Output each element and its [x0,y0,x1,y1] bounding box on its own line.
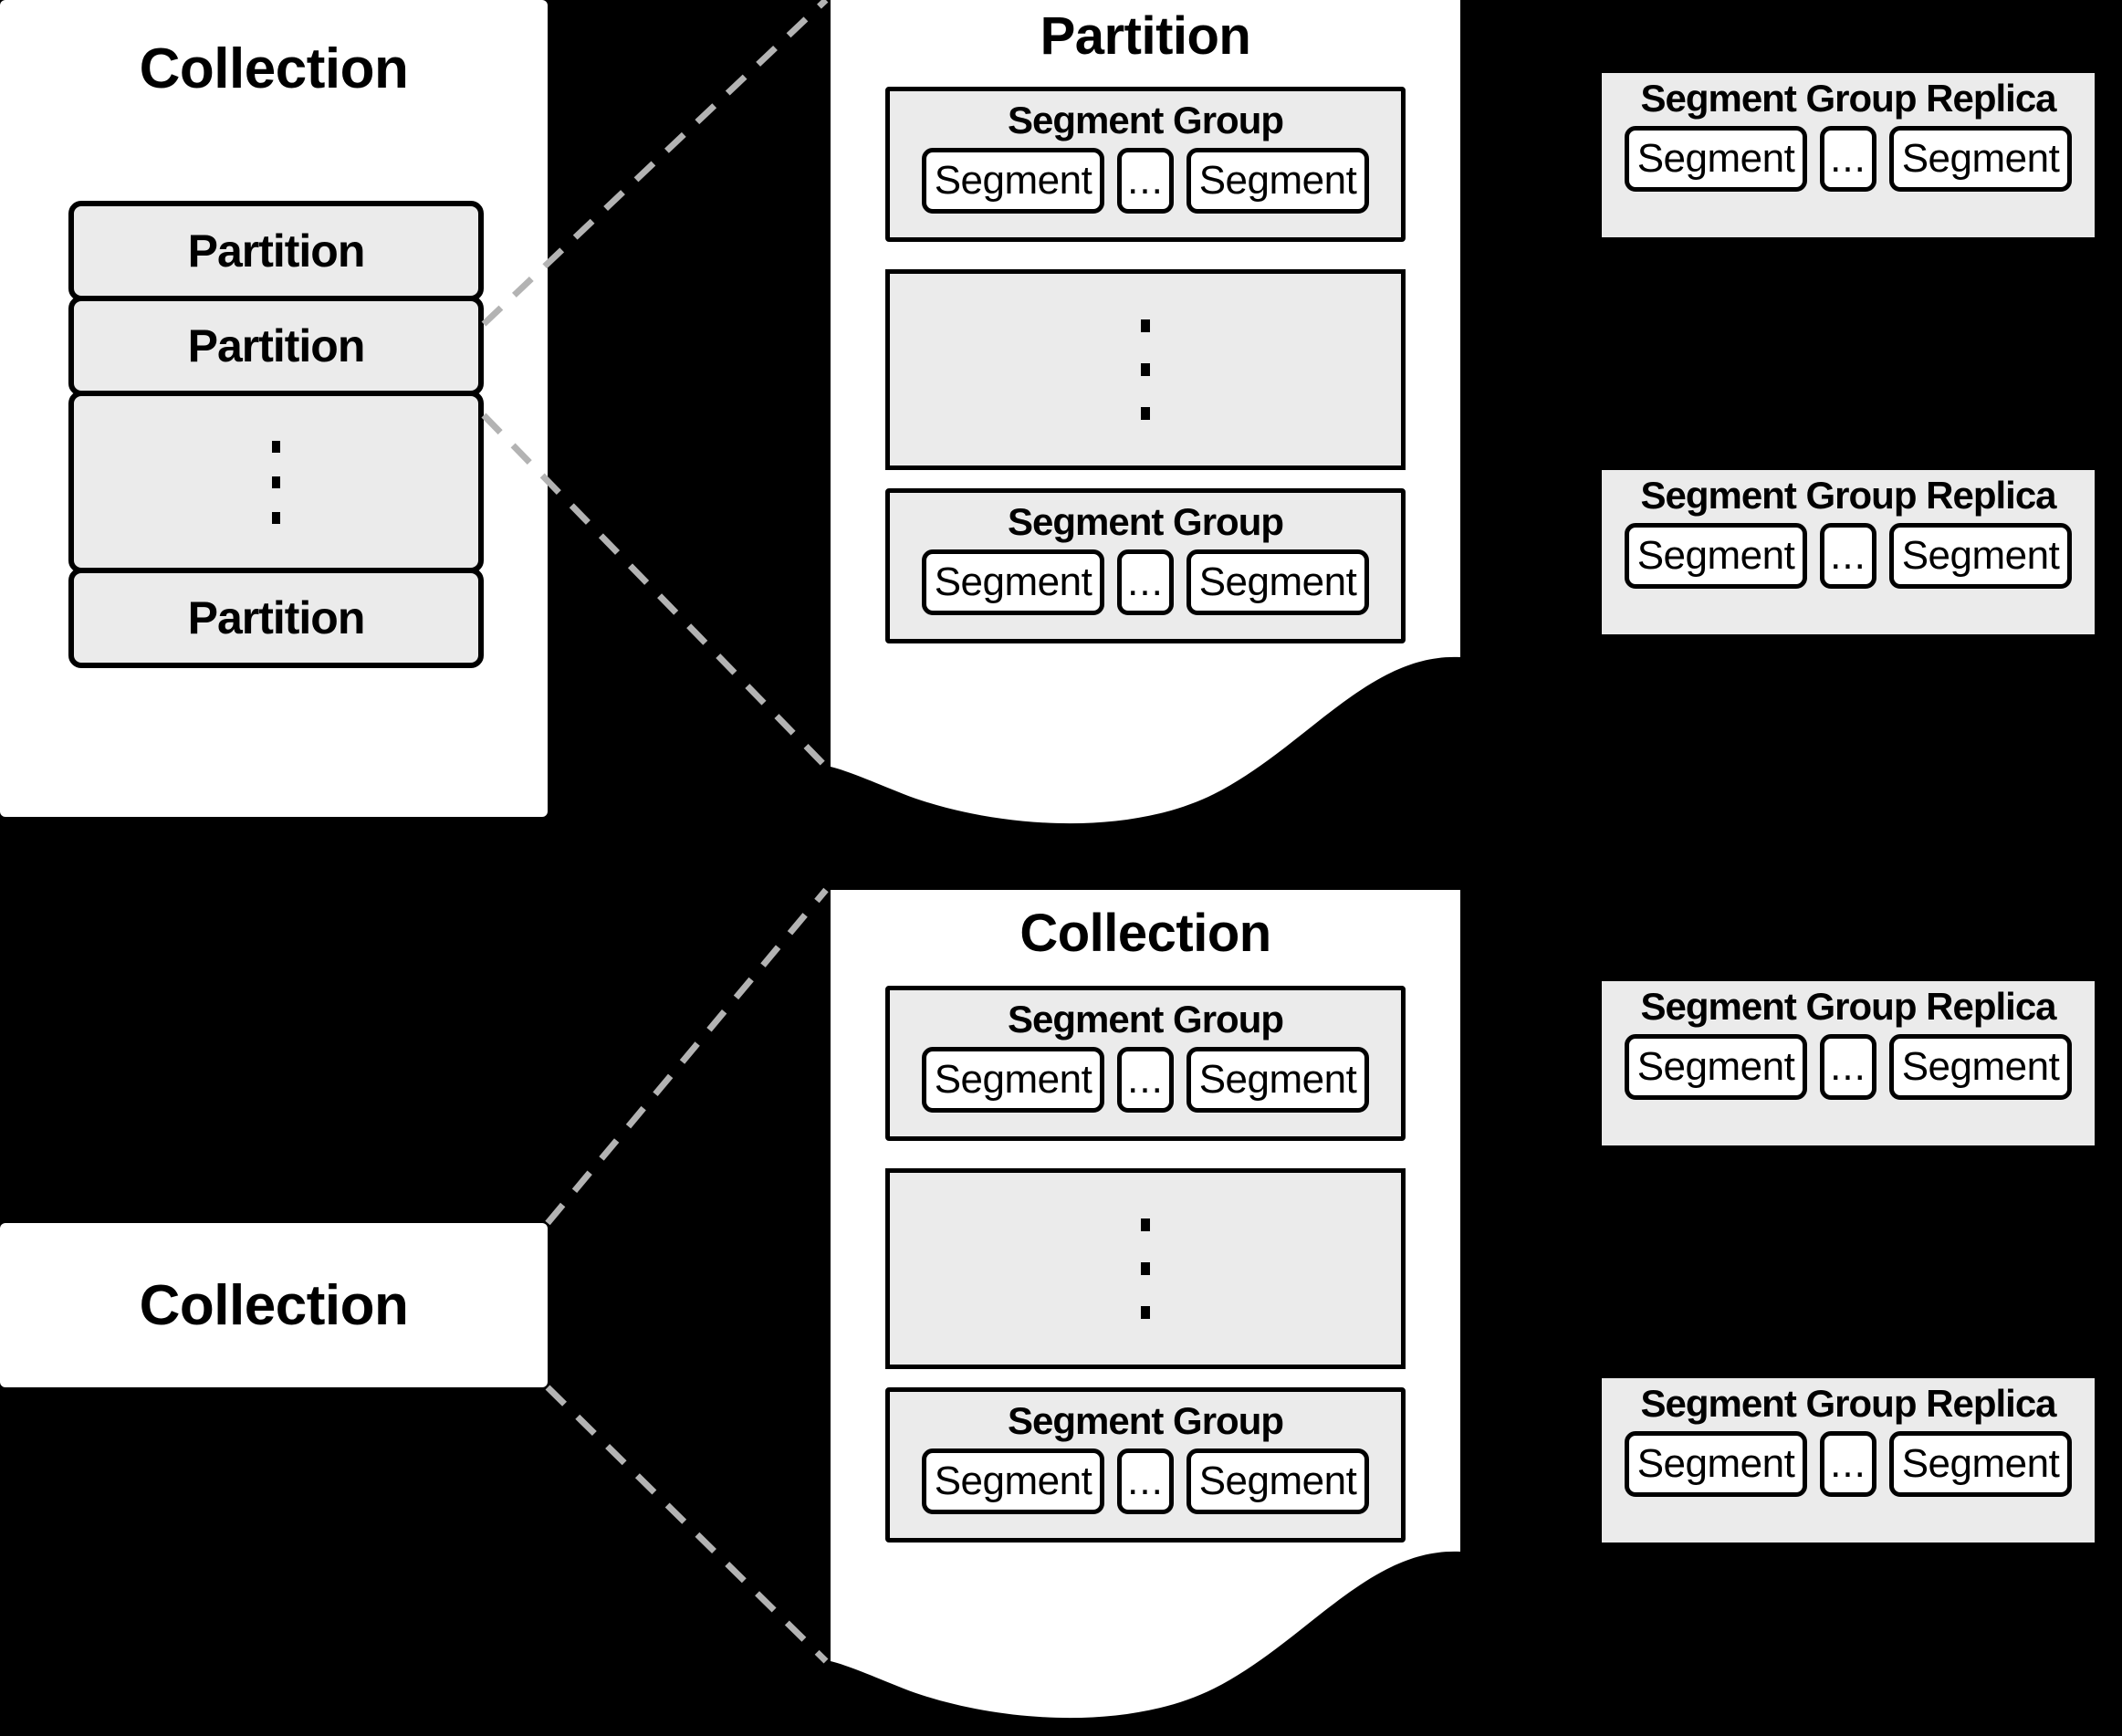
segment-ellipsis-box: ... [1117,1448,1174,1515]
segment-row: Segment ... Segment [890,549,1401,616]
partition-item[interactable]: Partition [68,296,484,396]
segment-box[interactable]: Segment [922,549,1104,616]
segment-group-title: Segment Group [1007,998,1284,1041]
vertical-dot-icon [272,476,280,488]
segment-row: Segment ... Segment [890,1448,1401,1515]
segment-row: Segment ... Segment [890,148,1401,214]
segment-box[interactable]: Segment [1889,1034,2072,1101]
segment-group-title: Segment Group [1007,1399,1284,1442]
left-collection-card: Collection Partition Partition Partition [0,0,548,817]
vertical-dot-icon [1141,319,1150,332]
segment-ellipsis-box: ... [1820,126,1876,193]
segment-row: Segment ... Segment [1611,1034,2085,1101]
segment-group-title: Segment Group [1007,99,1284,141]
segment-box[interactable]: Segment [1625,1034,1807,1101]
bottom-collection-title: Collection [139,1273,409,1337]
segment-group[interactable]: Segment Group Segment ... Segment [885,986,1406,1141]
connector-collection-top [545,887,829,1226]
segment-box[interactable]: Segment [1186,148,1369,214]
segment-group[interactable]: Segment Group Segment ... Segment [885,488,1406,643]
segment-ellipsis-box: ... [1117,549,1174,616]
partition-list: Partition Partition Partition [68,201,484,668]
vertical-dot-icon [1141,363,1150,376]
partition-item[interactable]: Partition [68,201,484,301]
segment-row: Segment ... Segment [890,1047,1401,1114]
partition-item[interactable]: Partition [68,568,484,668]
segment-box[interactable]: Segment [1625,1431,1807,1498]
segment-group-title: Segment Group [1007,500,1284,543]
partition-label: Partition [187,320,366,371]
vertical-dot-icon [272,511,280,524]
segment-box[interactable]: Segment [1889,126,2072,193]
segment-box[interactable]: Segment [1186,549,1369,616]
segment-group-replica-title: Segment Group Replica [1640,77,2056,120]
segment-box[interactable]: Segment [1625,523,1807,590]
vertical-dot-icon [272,440,280,453]
collection-panel: Collection Segment Group Segment ... Seg… [831,890,1460,1675]
segment-group-replica-title: Segment Group Replica [1640,985,2056,1028]
segment-box[interactable]: Segment [922,148,1104,214]
bottom-collection-card[interactable]: Collection [0,1223,548,1387]
partition-label: Partition [187,592,366,643]
collection-panel-title: Collection [1019,904,1271,963]
segment-row: Segment ... Segment [1611,523,2085,590]
segment-ellipsis-box: ... [1117,1047,1174,1114]
partition-panel-title: Partition [1040,6,1251,66]
segment-ellipsis-box: ... [1820,1034,1876,1101]
segment-group-ellipsis [885,1168,1406,1369]
segment-group-replica-title: Segment Group Replica [1640,474,2056,517]
vertical-dot-icon [1141,407,1150,420]
connector-collection-bottom [545,1385,829,1664]
segment-row: Segment ... Segment [1611,1431,2085,1498]
segment-group-ellipsis [885,269,1406,470]
vertical-dot-icon [1141,1306,1150,1319]
segment-group[interactable]: Segment Group Segment ... Segment [885,1387,1406,1543]
partition-ellipsis-item [68,391,484,573]
vertical-dot-icon [1141,1262,1150,1275]
segment-group-replica[interactable]: Segment Group Replica Segment ... Segmen… [1602,1378,2095,1543]
segment-group-replica[interactable]: Segment Group Replica Segment ... Segmen… [1602,981,2095,1145]
segment-box[interactable]: Segment [1186,1448,1369,1515]
partition-label: Partition [187,225,366,277]
segment-ellipsis-box: ... [1117,148,1174,214]
segment-ellipsis-box: ... [1820,1431,1876,1498]
segment-row: Segment ... Segment [1611,126,2085,193]
segment-box[interactable]: Segment [1889,1431,2072,1498]
segment-box[interactable]: Segment [1889,523,2072,590]
segment-group[interactable]: Segment Group Segment ... Segment [885,87,1406,242]
segment-group-replica[interactable]: Segment Group Replica Segment ... Segmen… [1602,73,2095,237]
partition-panel: Partition Segment Group Segment ... Segm… [831,0,1460,785]
segment-box[interactable]: Segment [1186,1047,1369,1114]
segment-box[interactable]: Segment [1625,126,1807,193]
segment-box[interactable]: Segment [922,1448,1104,1515]
left-collection-title: Collection [139,37,409,100]
segment-group-replica[interactable]: Segment Group Replica Segment ... Segmen… [1602,470,2095,634]
segment-group-replica-title: Segment Group Replica [1640,1382,2056,1425]
vertical-dot-icon [1141,1218,1150,1231]
segment-box[interactable]: Segment [922,1047,1104,1114]
segment-ellipsis-box: ... [1820,523,1876,590]
